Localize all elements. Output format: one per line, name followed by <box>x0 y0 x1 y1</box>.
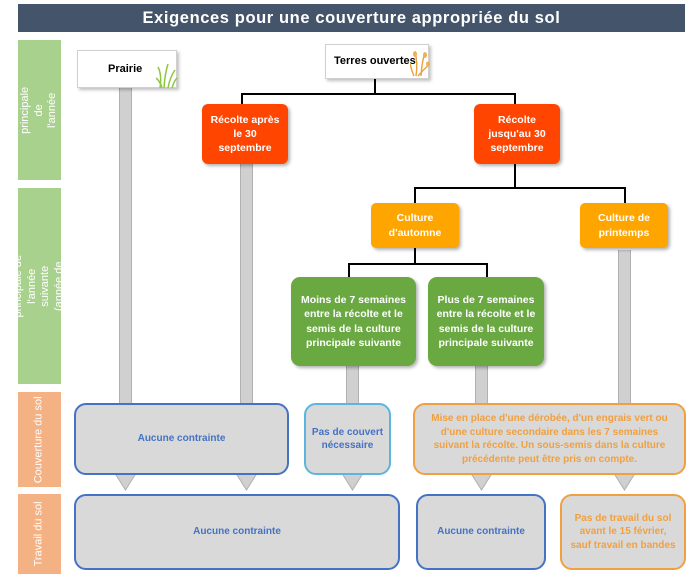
connector-line <box>486 263 488 277</box>
node-culture-automne: Culture d'automne <box>371 203 459 248</box>
connector-line <box>414 248 416 264</box>
node-plus-7-semaines: Plus de 7 semaines entre la récolte et l… <box>428 277 544 366</box>
side-label-next-crop: Culture principale de l'année suivante (… <box>0 188 79 384</box>
connector-line <box>241 93 243 105</box>
cover-derobee: Mise en place d'une dérobée, d'un engrai… <box>413 403 686 475</box>
connector-line <box>414 187 626 189</box>
side-label-current-crop: Culture principale de l'année en cours <box>5 40 72 180</box>
node-terres-ouvertes: Terres ouvertes <box>325 44 430 79</box>
wheat-icon <box>410 51 430 77</box>
connector-line <box>241 93 516 95</box>
node-moins-7-semaines: Moins de 7 semaines entre la récolte et … <box>291 277 416 366</box>
node-prairie: Prairie <box>77 50 178 89</box>
node-recolte-jusqu: Récolte jusqu'au 30 septembre <box>474 104 560 164</box>
cover-pas-de-couvert: Pas de couvert nécessaire <box>304 403 391 475</box>
node-recolte-apres: Récolte après le 30 septembre <box>202 104 288 164</box>
grass-icon <box>156 63 178 89</box>
side-label-tillage: Travail du sol <box>18 494 61 574</box>
connector-line <box>348 263 488 265</box>
cover-aucune-contrainte: Aucune contrainte <box>74 403 289 475</box>
tillage-aucune-contrainte-2: Aucune contrainte <box>416 494 546 570</box>
side-label-soil-cover: Couverture du sol <box>18 392 61 487</box>
connector-line <box>514 164 516 188</box>
connector-line <box>414 187 416 203</box>
connector-line <box>374 78 376 94</box>
connector-line <box>624 187 626 203</box>
connector-line <box>348 263 350 277</box>
tillage-pas-de-travail: Pas de travail du sol avant le 15 févrie… <box>560 494 686 570</box>
node-culture-printemps: Culture de printemps <box>580 203 668 248</box>
connector-line <box>514 93 516 105</box>
tillage-aucune-contrainte-1: Aucune contrainte <box>74 494 400 570</box>
page-title: Exigences pour une couverture appropriée… <box>18 4 685 32</box>
